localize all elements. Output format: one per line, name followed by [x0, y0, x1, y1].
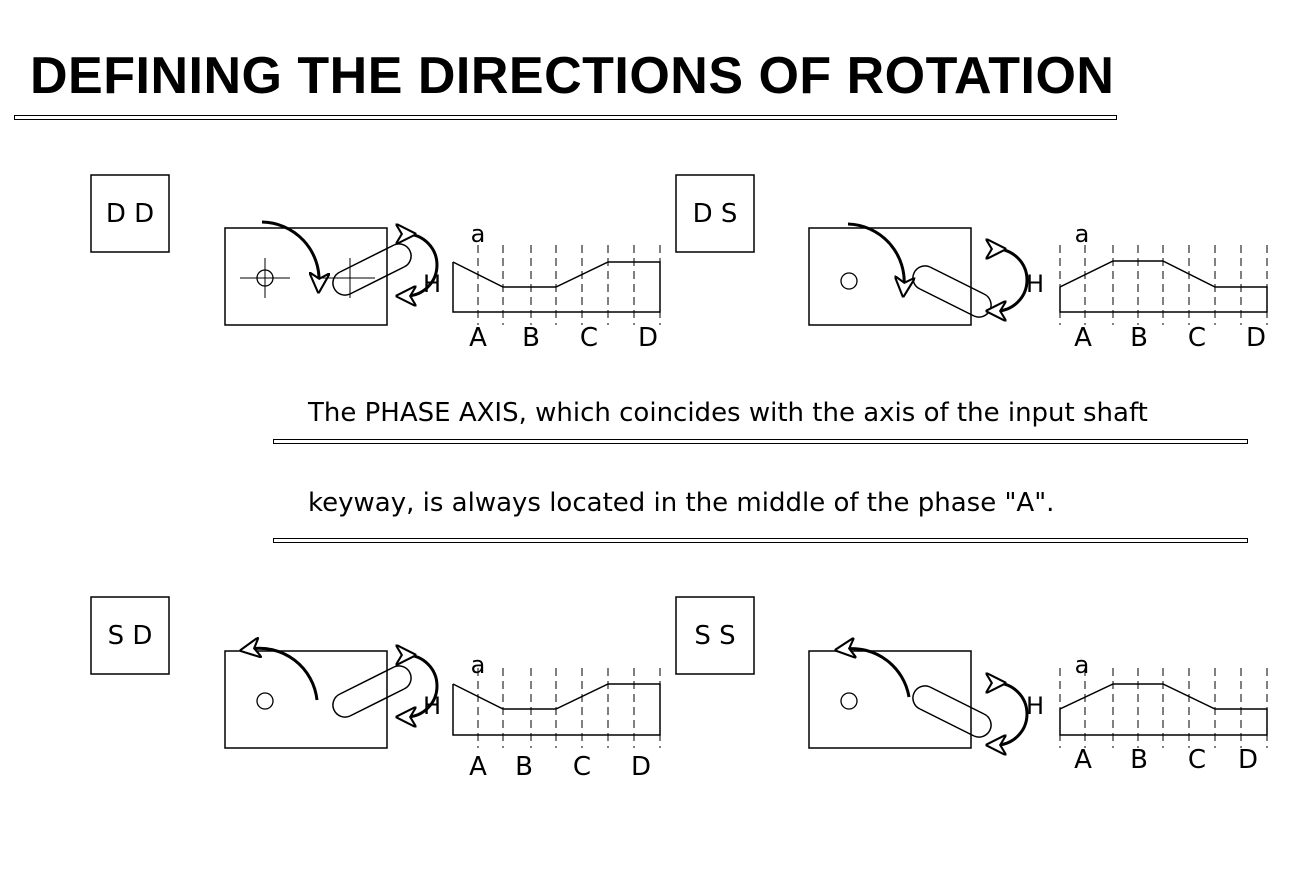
follower-arm [332, 665, 412, 718]
profile-label: a [471, 651, 486, 679]
height-label: H [423, 692, 441, 720]
code-box-ds [675, 174, 755, 253]
rotation-arrow-cw-icon [261, 220, 319, 283]
phase-label-a: A [469, 752, 487, 782]
phase-label-a: A [1074, 323, 1092, 353]
follower-arm [912, 265, 992, 318]
title-underline [14, 115, 1117, 120]
phase-axis-note-line-2: keyway, is always located in the middle … [308, 488, 1055, 518]
input-shaft-body [224, 227, 388, 326]
phase-label-d: D [631, 752, 651, 782]
phase-label-d: D [1238, 745, 1258, 775]
rotation-arrow-cw-icon [847, 222, 904, 287]
phase-label-b: B [1130, 745, 1148, 775]
code-label-ds: D S [693, 199, 738, 229]
phase-dividers [1059, 668, 1268, 748]
phase-label-c: C [580, 323, 598, 353]
phase-label-b: B [515, 752, 533, 782]
phase-label-b: B [522, 323, 540, 353]
input-shaft-body [224, 650, 388, 749]
phase-dividers [1059, 245, 1268, 325]
shaft-center-icon [840, 692, 858, 710]
note-underline-1 [273, 439, 1248, 444]
phase-dividers [477, 668, 661, 748]
panel-sd: S D H a A B C D [90, 596, 661, 782]
code-label-dd: D D [106, 199, 154, 229]
code-box-sd [90, 596, 170, 675]
phase-label-c: C [1188, 323, 1206, 353]
profile-label: a [471, 220, 486, 248]
profile-label: a [1075, 220, 1090, 248]
note-underline-2 [273, 538, 1248, 543]
panel-dd: D D H a A B [90, 174, 661, 353]
input-shaft-body [808, 650, 972, 749]
phase-axis-note-line-1: The PHASE AXIS, which coincides with the… [308, 398, 1148, 428]
oscillation-arrow-icon [996, 683, 1029, 745]
phase-dividers [477, 245, 661, 325]
code-box-dd [90, 174, 170, 253]
shaft-center-icon [840, 272, 858, 290]
follower-arm [322, 243, 412, 298]
height-label: H [1026, 692, 1044, 720]
follower-arm [912, 685, 992, 738]
height-label: H [423, 270, 441, 298]
shaft-center-icon [256, 692, 274, 710]
panel-ss: S S H a A B C D [675, 596, 1268, 775]
code-label-sd: S D [108, 621, 153, 651]
code-label-ss: S S [694, 621, 735, 651]
phase-label-a: A [469, 323, 487, 353]
phase-label-d: D [638, 323, 658, 353]
rotation-arrow-ccw-icon [845, 649, 911, 698]
phase-label-c: C [1188, 745, 1206, 775]
input-shaft-body [808, 227, 972, 326]
profile-label: a [1075, 651, 1090, 679]
oscillation-arrow-icon [996, 249, 1029, 311]
rotation-arrow-ccw-icon [250, 648, 319, 701]
code-box-ss [675, 596, 755, 675]
oscillation-arrow-icon [406, 234, 439, 296]
shaft-center-icon [240, 258, 290, 298]
page-title: DEFINING THE DIRECTIONS OF ROTATION [30, 47, 1115, 105]
oscillation-arrow-icon [406, 655, 439, 717]
phase-label-d: D [1246, 323, 1266, 353]
phase-label-c: C [573, 752, 591, 782]
phase-label-b: B [1130, 323, 1148, 353]
panel-ds: D S H a A B C D [675, 174, 1268, 353]
height-label: H [1026, 270, 1044, 298]
phase-label-a: A [1074, 745, 1092, 775]
